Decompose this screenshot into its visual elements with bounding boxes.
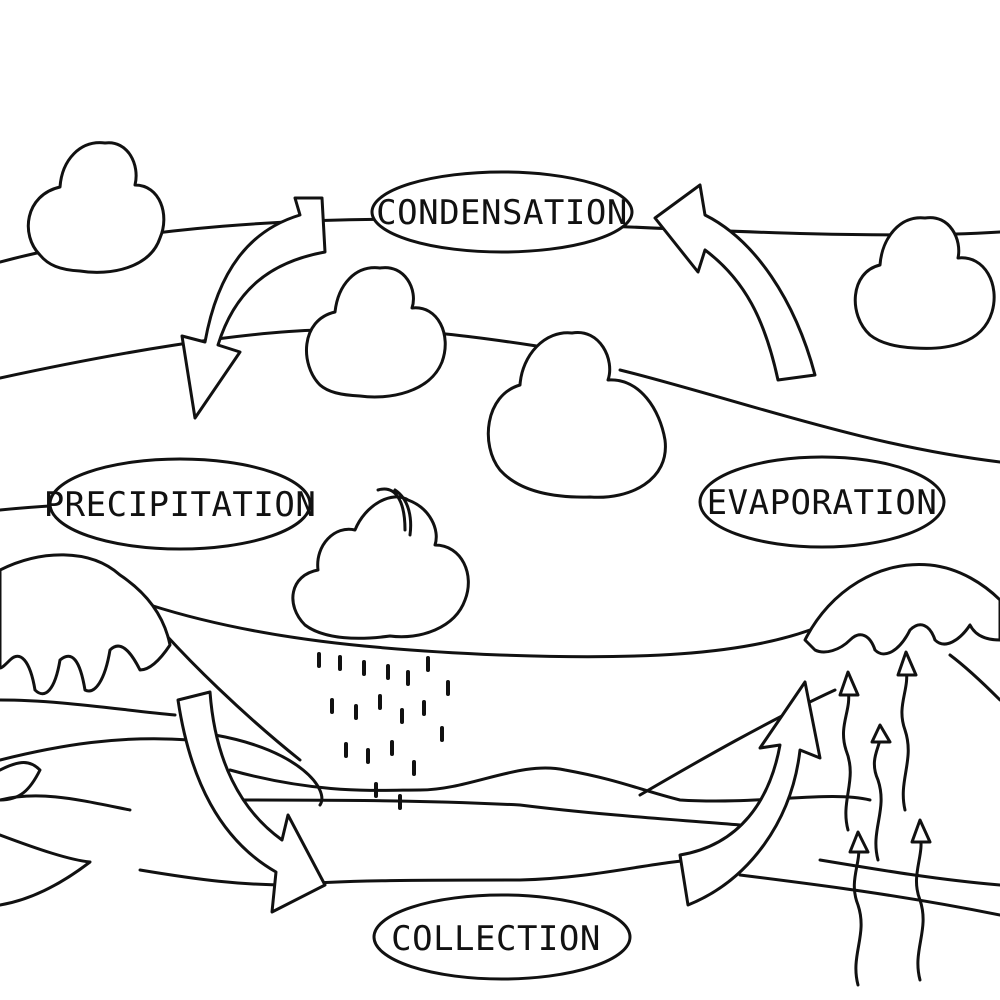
arrow-evaporation-to-condensation	[653, 183, 817, 382]
collection-label-text: COLLECTION	[391, 919, 601, 959]
condensation-label-text: CONDENSATION	[376, 193, 628, 233]
rain-drops	[317, 652, 450, 810]
evaporation-vapor-arrows	[838, 650, 932, 987]
label-precipitation: PRECIPITATION	[44, 457, 317, 551]
mountain-left	[0, 553, 172, 696]
precipitation-label-text: PRECIPITATION	[44, 485, 317, 525]
cloud-upper-middle	[305, 266, 447, 399]
arrow-collection-to-evaporation	[678, 680, 822, 907]
arrow-condensation-to-precipitation	[180, 196, 327, 420]
cloud-top-right	[853, 216, 996, 350]
cloud-top-left	[26, 141, 166, 274]
evaporation-label-text: EVAPORATION	[707, 483, 938, 523]
rain-cloud	[291, 487, 470, 640]
label-evaporation: EVAPORATION	[698, 455, 946, 549]
arrow-precipitation-to-collection	[176, 690, 327, 914]
label-collection: COLLECTION	[372, 893, 632, 981]
mountain-right	[803, 562, 1000, 656]
label-condensation: CONDENSATION	[370, 170, 634, 254]
cloud-center	[486, 331, 667, 499]
landscape	[0, 603, 1000, 917]
